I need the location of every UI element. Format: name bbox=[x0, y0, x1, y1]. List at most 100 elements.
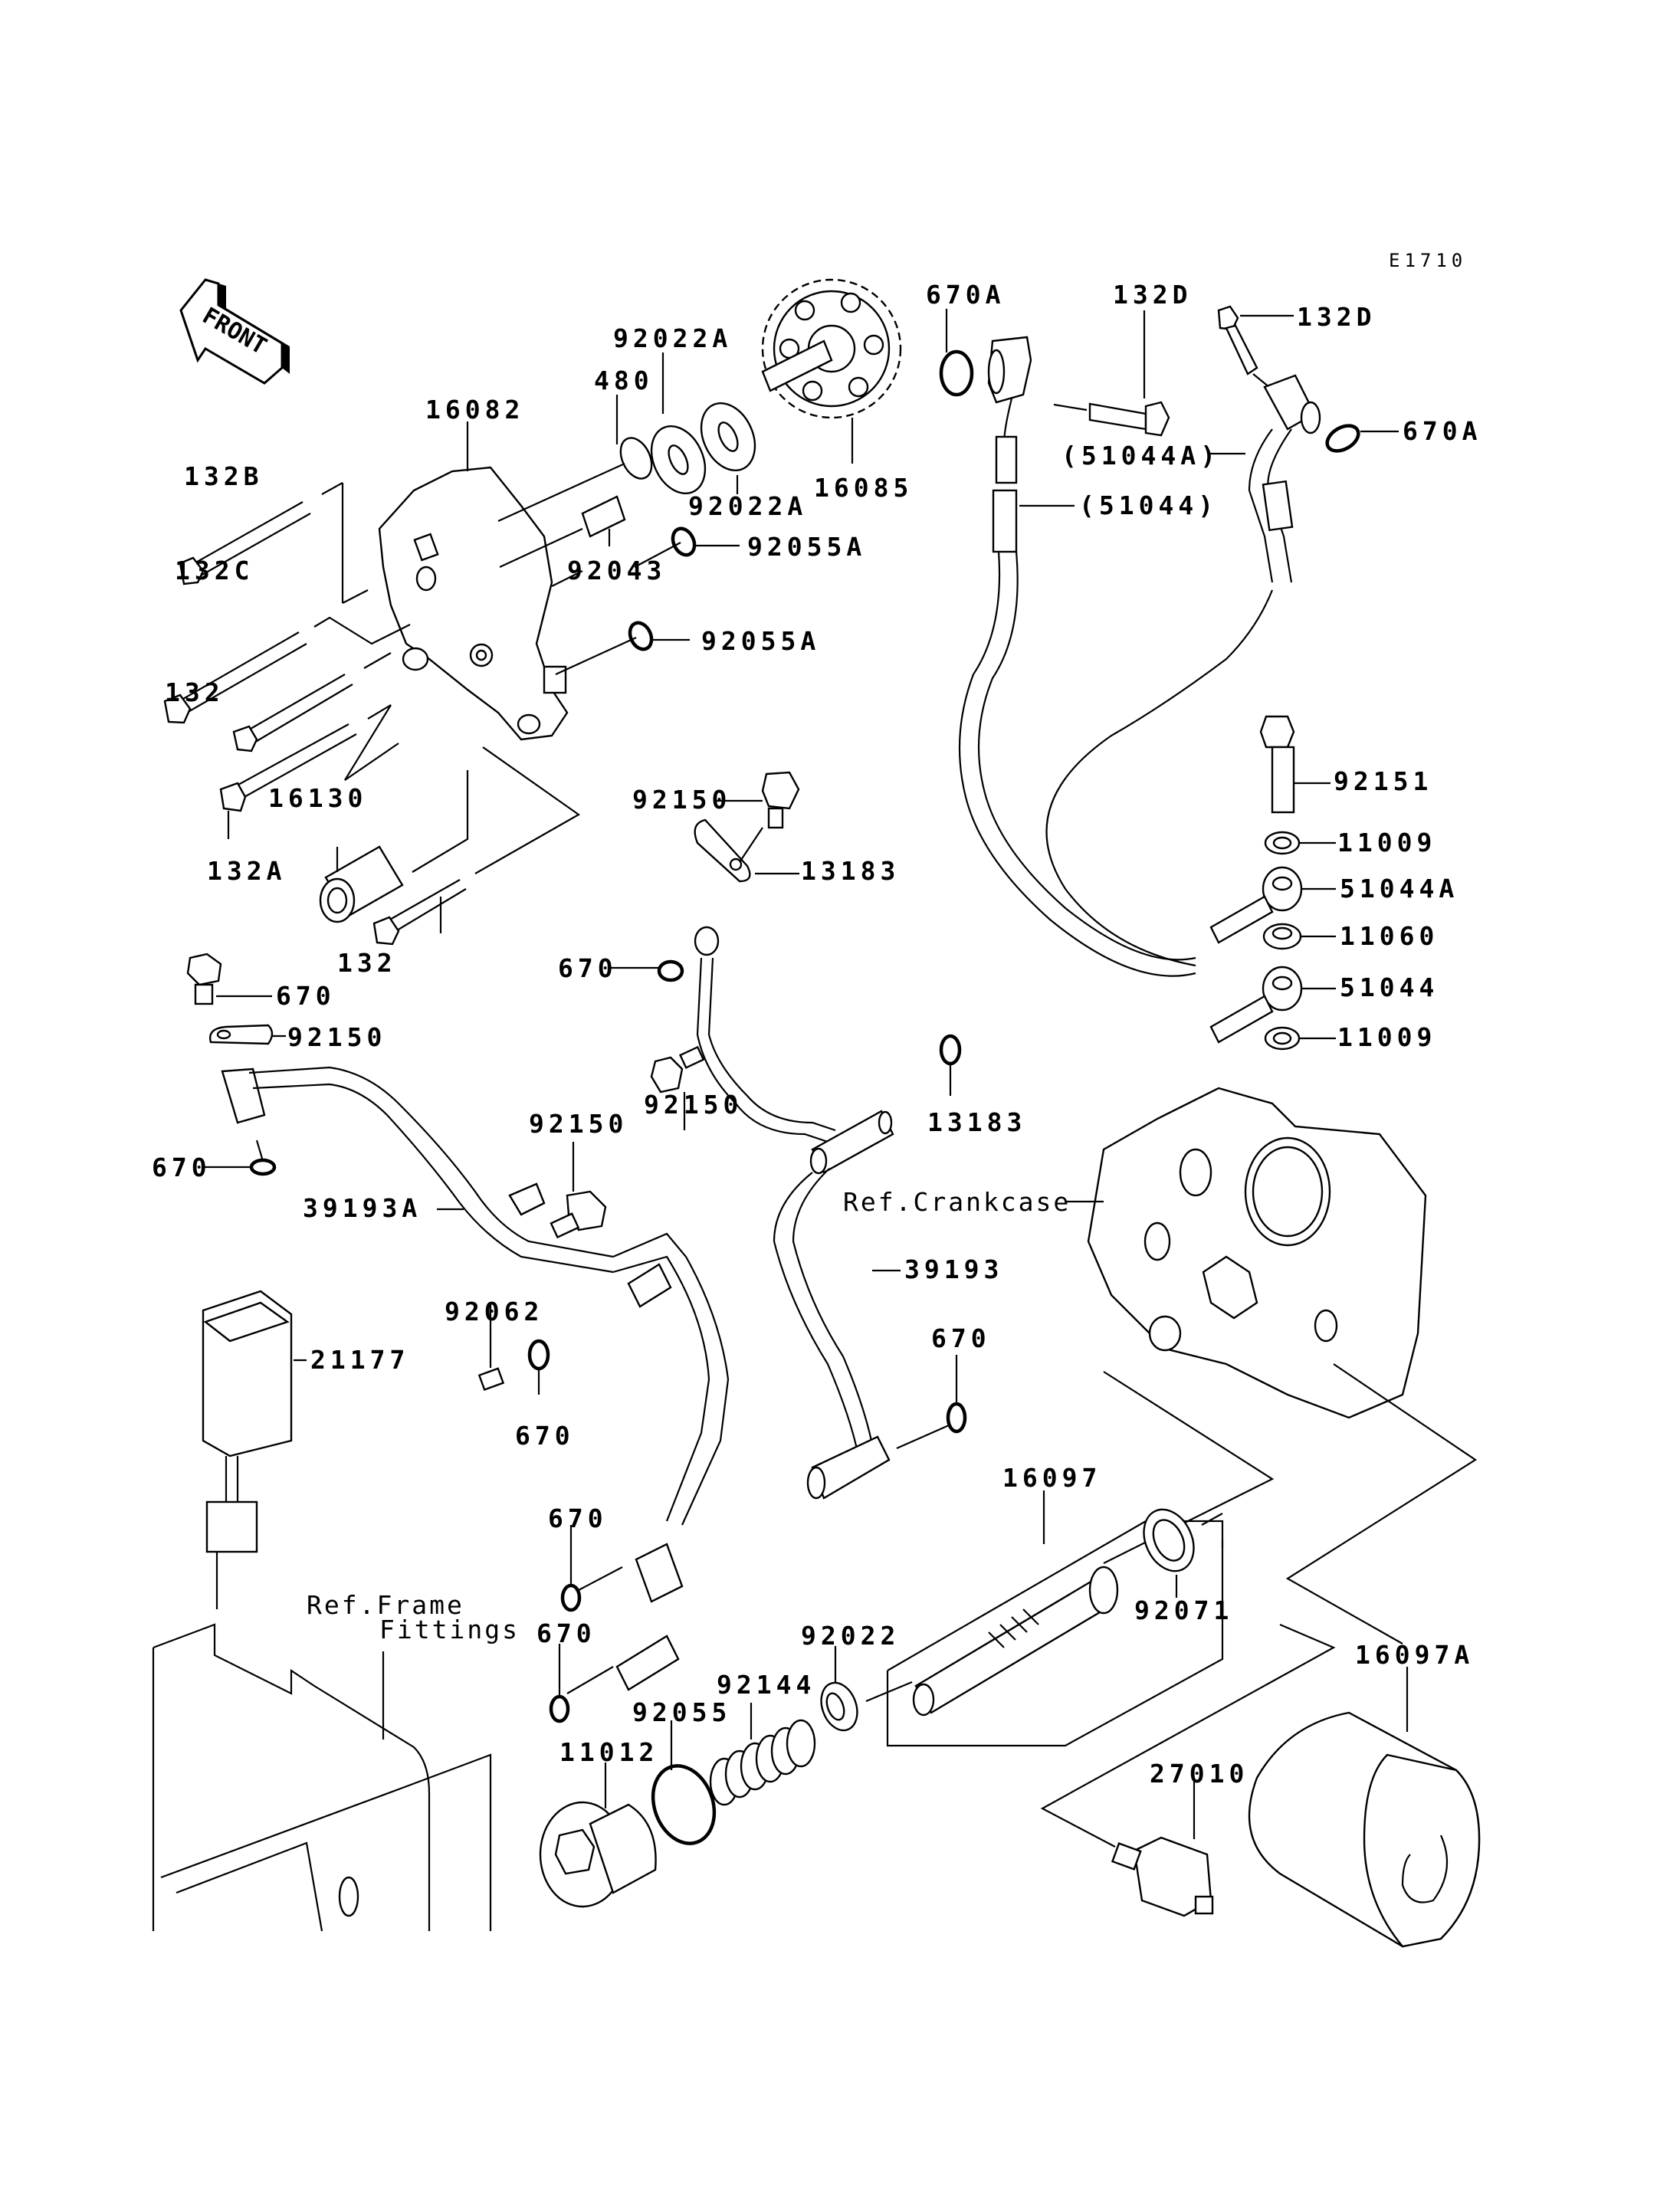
part-label-92150-d: 92150 bbox=[529, 1109, 628, 1139]
part-label-132C: 132C bbox=[175, 556, 254, 585]
oring-670-d bbox=[896, 1355, 967, 1450]
part-label-16130: 16130 bbox=[268, 783, 368, 813]
part-label-132D-top: 132D bbox=[1113, 280, 1193, 310]
oil-pump-16082 bbox=[378, 466, 569, 741]
crankcase-ref bbox=[1065, 1087, 1478, 1644]
plate-13183-a bbox=[694, 818, 799, 883]
bolt-132-upper bbox=[232, 652, 392, 753]
oring-92055A-2 bbox=[555, 621, 690, 676]
part-label-670A-top: 670A bbox=[926, 280, 1006, 310]
oring-92055A-1 bbox=[634, 526, 740, 568]
oring-670A-top bbox=[939, 309, 974, 397]
ref-label-crankcase: Ref.Crankcase bbox=[843, 1187, 1071, 1217]
part-label-51044: 51044 bbox=[1340, 972, 1439, 1002]
seal-92071 bbox=[1143, 1508, 1223, 1598]
frame-fittings-ref bbox=[152, 1623, 492, 1932]
part-label-132B: 132B bbox=[184, 461, 264, 491]
part-label-132D-right: 132D bbox=[1297, 302, 1376, 332]
part-label-13183-b: 92150 bbox=[287, 1022, 387, 1052]
part-label-16085: 16085 bbox=[814, 473, 914, 503]
bolt-92150-c bbox=[186, 953, 272, 1005]
oring-92055 bbox=[651, 1720, 717, 1845]
part-label-92022A-top: 92022A bbox=[613, 323, 733, 353]
part-label-51044A-paren: (51044A) bbox=[1061, 441, 1220, 471]
bolt-92150-a bbox=[714, 771, 800, 829]
banjo-51044 bbox=[1209, 966, 1336, 1044]
oring-670-e bbox=[527, 1339, 550, 1395]
part-label-92150-b: 92150 bbox=[644, 1090, 743, 1120]
oring-670-g bbox=[549, 1644, 614, 1723]
washer-92022A-2 bbox=[700, 402, 756, 494]
oring-670-a bbox=[609, 959, 684, 982]
front-arrow-icon: FRONT bbox=[179, 278, 290, 385]
strainer-16097 bbox=[886, 1490, 1224, 1747]
washer-92022A-1 bbox=[650, 353, 707, 495]
part-label-92071: 92071 bbox=[1134, 1595, 1234, 1625]
part-label-16097A: 16097A bbox=[1355, 1640, 1475, 1670]
spring-92144 bbox=[709, 1703, 816, 1806]
part-label-92150-a: 92150 bbox=[632, 785, 732, 815]
plug-92062 bbox=[477, 1303, 505, 1392]
circlip-480 bbox=[497, 395, 653, 523]
part-label-11009-a: 11009 bbox=[1337, 828, 1437, 857]
hose-fitting-right bbox=[1045, 374, 1399, 967]
bolt-132B bbox=[179, 482, 369, 604]
gear-16085 bbox=[761, 278, 902, 464]
banjo-51044A bbox=[1209, 866, 1336, 944]
relay-21177 bbox=[202, 1290, 307, 1609]
part-label-92151: 92151 bbox=[1334, 766, 1433, 796]
part-label-27010: 27010 bbox=[1150, 1759, 1249, 1789]
part-label-132-lower: 132 bbox=[337, 948, 397, 978]
part-label-670-d: 670 bbox=[931, 1323, 991, 1353]
bolt-132D-top bbox=[1053, 310, 1170, 437]
part-label-39193: 39193 bbox=[904, 1254, 1004, 1284]
part-label-11009-b: 11009 bbox=[1337, 1022, 1437, 1052]
part-label-670-g: 670 bbox=[536, 1618, 596, 1648]
part-label-11060: 11060 bbox=[1340, 921, 1439, 951]
relief-valve-16130 bbox=[319, 770, 469, 923]
part-label-13183-a: 13183 bbox=[801, 856, 901, 886]
part-label-92022: 92022 bbox=[801, 1621, 901, 1651]
hose-fitting-left bbox=[958, 336, 1196, 977]
ref-label-fittings: Fittings bbox=[379, 1615, 520, 1644]
part-label-92055A-lower: 92055A bbox=[701, 626, 821, 656]
banjo-bolt-92151 bbox=[1259, 715, 1331, 814]
part-label-92150-c: 670 bbox=[276, 981, 336, 1011]
part-label-670-f: 670 bbox=[548, 1503, 608, 1533]
washer-11009-b bbox=[1264, 1026, 1336, 1051]
part-label-670-b: 13183 bbox=[927, 1107, 1027, 1137]
part-label-92062: 92062 bbox=[445, 1297, 544, 1326]
part-label-92022A-bottom: 92022A bbox=[688, 491, 808, 521]
part-label-51044-paren: (51044) bbox=[1079, 490, 1219, 520]
switch-27010 bbox=[1040, 1623, 1336, 1917]
part-label-670-a: 670 bbox=[558, 953, 618, 983]
part-label-51044A: 51044A bbox=[1340, 874, 1459, 903]
washer-92022 bbox=[820, 1646, 913, 1732]
bolt-92150-d bbox=[550, 1142, 607, 1239]
part-label-39193A: 39193A bbox=[303, 1193, 422, 1223]
part-label-11012: 11012 bbox=[559, 1737, 659, 1767]
washer-11009-a bbox=[1264, 831, 1336, 855]
part-label-132A: 132A bbox=[207, 856, 287, 886]
bolt-132-lower bbox=[372, 746, 581, 946]
dowel-92043 bbox=[499, 495, 626, 587]
part-label-670-e: 670 bbox=[515, 1421, 575, 1451]
bolt-132A bbox=[219, 704, 399, 839]
plug-11012 bbox=[539, 1763, 657, 1908]
part-label-132-upper: 132 bbox=[165, 677, 225, 707]
oring-670-c bbox=[202, 1139, 277, 1176]
bolt-132D-right bbox=[1217, 305, 1294, 392]
part-label-92055A-top: 92055A bbox=[747, 532, 867, 562]
part-label-670A-right: 670A bbox=[1403, 416, 1482, 446]
ref-label-frame: Ref.Frame bbox=[307, 1590, 464, 1620]
part-label-16097: 16097 bbox=[1002, 1463, 1102, 1493]
part-label-21177: 21177 bbox=[310, 1345, 410, 1375]
pipe-39193A bbox=[221, 1066, 730, 1691]
oring-670-f bbox=[560, 1525, 623, 1612]
pipe-39193 bbox=[694, 926, 901, 1500]
oil-filter-16097A bbox=[1248, 1667, 1481, 1948]
oring-670-b bbox=[939, 1034, 962, 1096]
part-label-92043: 92043 bbox=[567, 556, 667, 585]
plate-13183-b bbox=[209, 1024, 286, 1045]
part-label-16082: 16082 bbox=[425, 395, 525, 425]
